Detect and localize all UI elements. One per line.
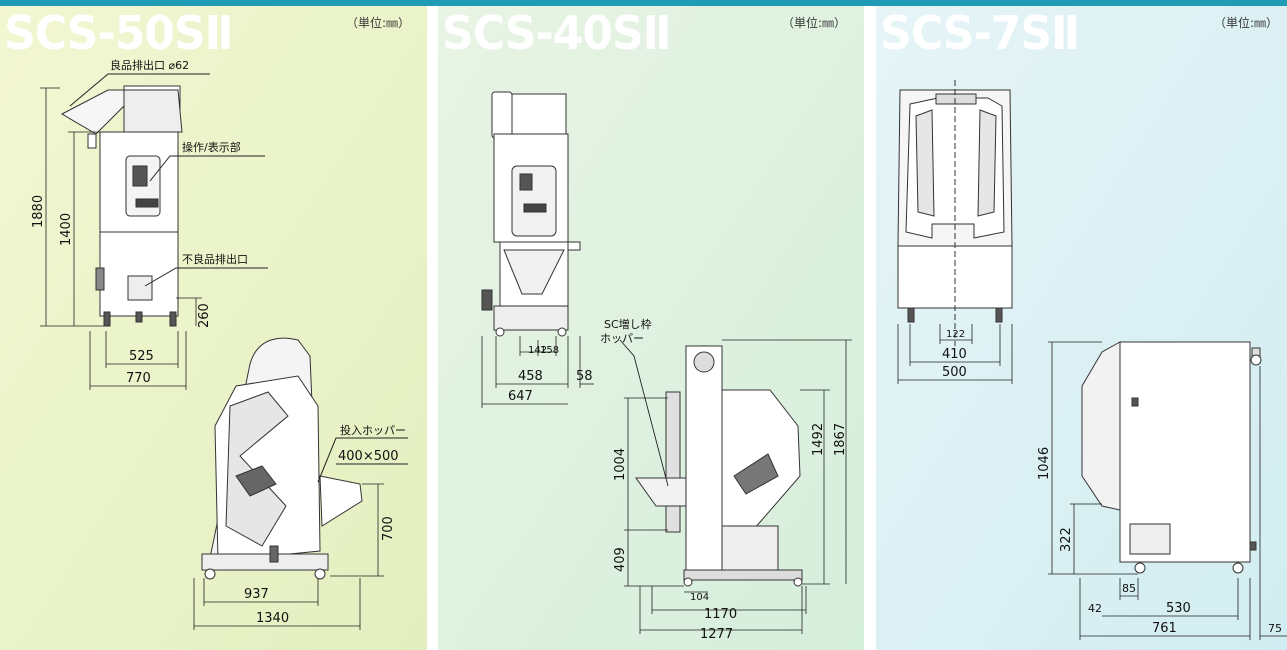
drawing-scs-50s2: 良品排出口 ⌀62 操作/表示部 不良品排出口 投入ホッパー 400×500 1… <box>0 6 427 650</box>
dim-1340: 1340 <box>256 611 289 626</box>
dim-75: 75 <box>1268 622 1282 635</box>
label-sc-hopper-line1: SC増し枠 <box>604 317 652 331</box>
dim-700: 700 <box>381 516 396 541</box>
dim-409: 409 <box>613 547 628 572</box>
model-title: SCS-40SⅡ <box>442 6 672 61</box>
dim-937: 937 <box>244 587 269 602</box>
label-good-outlet: 良品排出口 ⌀62 <box>110 58 189 72</box>
drawing-scs-7s2: 122 410 500 1046 322 85 42 530 761 75 <box>876 6 1287 650</box>
dim-1880: 1880 <box>31 195 46 228</box>
label-sc-hopper-line2: ホッパー <box>600 332 644 345</box>
leader-lines-front <box>69 73 268 287</box>
dimension-lines-side <box>624 339 852 634</box>
dim-761: 761 <box>1152 621 1177 636</box>
dim-410: 410 <box>942 347 967 362</box>
dim-104: 104 <box>690 592 709 603</box>
dimension-lines-front <box>897 324 1013 384</box>
sc-hopper-leader <box>619 339 669 487</box>
model-title: SCS-7SⅡ <box>880 6 1080 61</box>
dim-42: 42 <box>1088 602 1102 615</box>
dim-142: 142 <box>528 345 547 356</box>
panel-scs-50s2: 良品排出口 ⌀62 操作/表示部 不良品排出口 投入ホッパー 400×500 1… <box>0 6 427 650</box>
dim-1004: 1004 <box>613 448 628 481</box>
dim-1492: 1492 <box>811 423 826 456</box>
front-view-machine <box>897 80 1013 346</box>
dim-122: 122 <box>946 329 965 340</box>
dim-525: 525 <box>129 349 154 364</box>
dim-260: 260 <box>197 303 212 328</box>
unit-label: （単位:㎜） <box>346 16 411 30</box>
dimension-lines-side <box>193 483 384 630</box>
side-view-machine <box>1081 341 1262 574</box>
dim-770: 770 <box>126 371 151 386</box>
dim-58: 58 <box>576 369 593 384</box>
unit-label: （単位:㎜） <box>782 16 847 30</box>
front-view-machine <box>481 91 581 337</box>
label-operation-panel: 操作/表示部 <box>182 140 241 154</box>
dimension-lines-front <box>40 87 202 390</box>
panel-scs-40s2: 142 158 458 58 647 SC増し枠 ホッパー 1004 409 1… <box>438 6 864 650</box>
dim-158: 158 <box>540 345 559 356</box>
dimension-lines-side <box>1048 341 1287 640</box>
side-view-machine <box>201 337 363 580</box>
top-accent-line <box>0 0 1287 6</box>
dim-530: 530 <box>1166 601 1191 616</box>
unit-label: （単位:㎜） <box>1214 16 1279 30</box>
model-title: SCS-50SⅡ <box>4 6 234 61</box>
dim-458: 458 <box>518 369 543 384</box>
drawing-scs-40s2: 142 158 458 58 647 SC増し枠 ホッパー 1004 409 1… <box>438 6 864 650</box>
panel-scs-7s2: 122 410 500 1046 322 85 42 530 761 75 SC… <box>876 6 1287 650</box>
label-hopper-size: 400×500 <box>338 449 399 464</box>
dimension-lines-front <box>481 336 594 408</box>
dim-1170: 1170 <box>704 607 737 622</box>
dim-1867: 1867 <box>833 423 848 456</box>
label-hopper: 投入ホッパー <box>340 423 406 437</box>
side-view-machine <box>635 345 803 587</box>
dim-1046: 1046 <box>1037 447 1052 480</box>
label-reject-outlet: 不良品排出口 <box>182 252 248 266</box>
dim-85: 85 <box>1122 582 1136 595</box>
dim-500: 500 <box>942 365 967 380</box>
dim-322: 322 <box>1059 527 1074 552</box>
leader-lines-side <box>317 437 408 483</box>
dim-647: 647 <box>508 389 533 404</box>
dim-1277: 1277 <box>700 627 733 642</box>
dim-1400: 1400 <box>59 213 74 246</box>
